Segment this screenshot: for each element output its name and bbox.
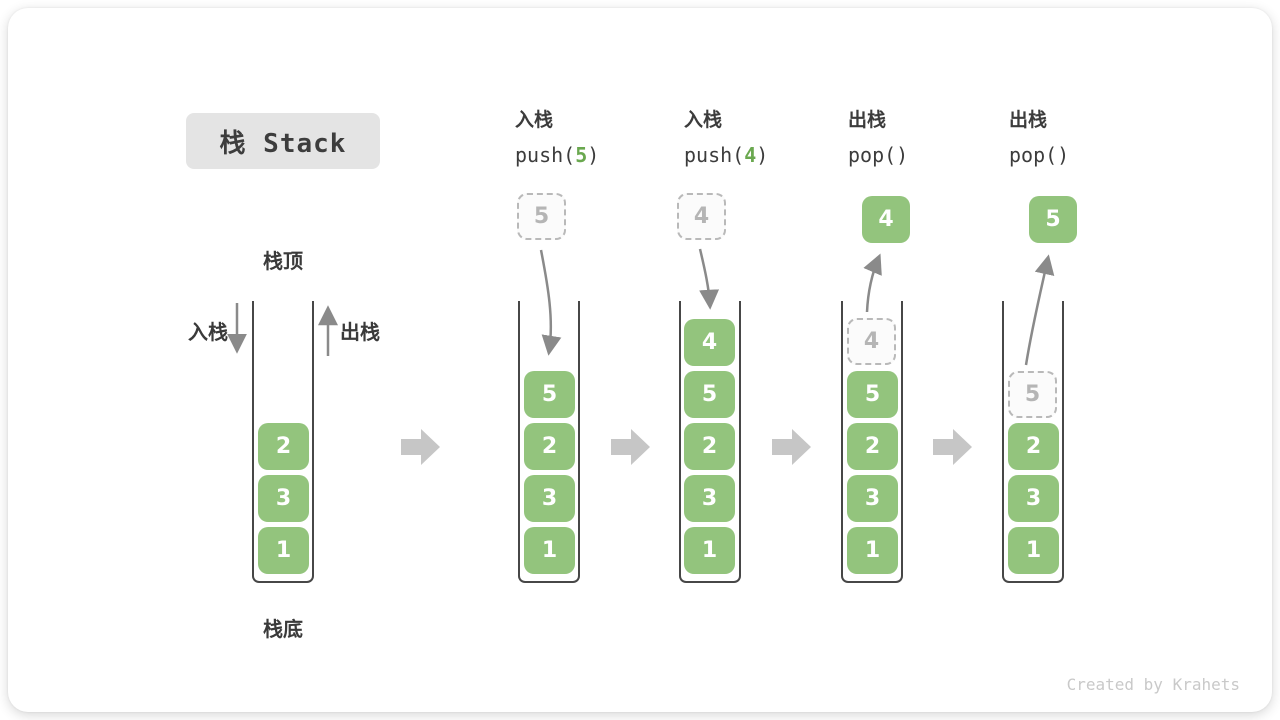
diagram-title: 栈 Stack <box>186 113 380 169</box>
op-code-label: push(5) <box>515 143 685 167</box>
op-action-label: 入栈 <box>515 109 554 131</box>
stack-item: 2 <box>1008 423 1059 470</box>
code-text: ) <box>1057 143 1070 167</box>
stack-item: 3 <box>847 475 898 522</box>
op-header-push-5: 入栈 push(5) <box>515 107 685 167</box>
code-text: ) <box>756 143 769 167</box>
stack-item: 5 <box>524 371 575 418</box>
push-side-label: 入栈 <box>188 320 228 344</box>
stack-container-after-pop-5 <box>1002 301 1064 583</box>
stack-item: 4 <box>684 319 735 366</box>
op-action-label: 出栈 <box>1009 109 1048 131</box>
stack-item: 3 <box>1008 475 1059 522</box>
ghost-item-push-5: 5 <box>517 193 566 240</box>
code-arg: 5 <box>575 143 588 167</box>
stack-container-initial <box>252 301 314 583</box>
code-text: push( <box>684 143 745 167</box>
code-arg: 4 <box>744 143 757 167</box>
code-text: ) <box>587 143 600 167</box>
stack-item: 2 <box>684 423 735 470</box>
ghost-item: 5 <box>1008 371 1057 418</box>
code-text: ) <box>896 143 909 167</box>
op-header-pop-4: 出栈 pop() <box>848 107 1018 167</box>
stack-item: 2 <box>847 423 898 470</box>
stack-container-after-push-5 <box>518 301 580 583</box>
stack-item: 1 <box>847 527 898 574</box>
stack-item: 1 <box>258 527 309 574</box>
stack-top-label: 栈顶 <box>263 249 303 273</box>
stack-item: 3 <box>258 475 309 522</box>
ghost-item: 4 <box>847 318 896 365</box>
stack-item: 1 <box>524 527 575 574</box>
code-text: pop( <box>848 143 897 167</box>
stack-item: 3 <box>684 475 735 522</box>
stack-item: 3 <box>524 475 575 522</box>
stack-item: 1 <box>1008 527 1059 574</box>
op-action-label: 出栈 <box>848 109 887 131</box>
code-text: pop( <box>1009 143 1058 167</box>
op-action-label: 入栈 <box>684 109 723 131</box>
stack-item: 2 <box>258 423 309 470</box>
stack-container-after-push-4 <box>679 301 741 583</box>
watermark: Created by Krahets <box>1066 675 1240 694</box>
op-code-label: push(4) <box>684 143 854 167</box>
stack-item: 5 <box>684 371 735 418</box>
code-text: push( <box>515 143 576 167</box>
op-code-label: pop() <box>848 143 1018 167</box>
op-header-push-4: 入栈 push(4) <box>684 107 854 167</box>
stack-item: 5 <box>847 371 898 418</box>
stack-item: 2 <box>524 423 575 470</box>
op-header-pop-5: 出栈 pop() <box>1009 107 1179 167</box>
stack-item: 1 <box>684 527 735 574</box>
popped-item-5: 5 <box>1029 196 1077 243</box>
op-code-label: pop() <box>1009 143 1179 167</box>
stack-container-after-pop-4 <box>841 301 903 583</box>
popped-item-4: 4 <box>862 196 910 243</box>
pop-side-label: 出栈 <box>340 320 380 344</box>
stack-bottom-label: 栈底 <box>263 617 303 641</box>
ghost-item-push-4: 4 <box>677 193 726 240</box>
